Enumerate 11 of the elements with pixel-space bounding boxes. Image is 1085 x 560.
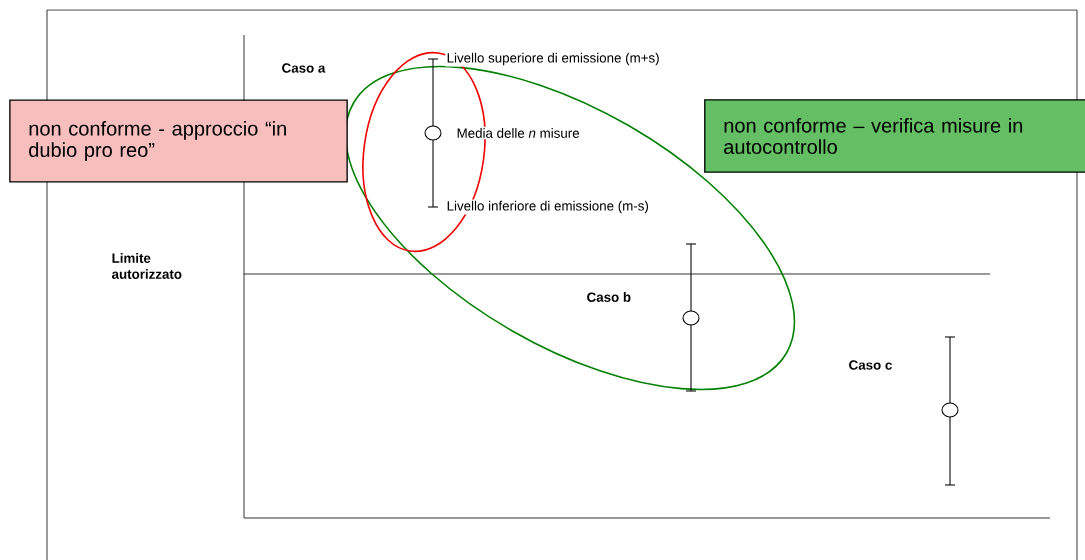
text-box bbox=[704, 99, 1085, 173]
bar-label: Livello inferiore di emissione (m-s) bbox=[445, 199, 651, 215]
bar-label: Media delle n misure bbox=[455, 126, 581, 140]
case-label: Caso b bbox=[587, 292, 631, 302]
text-box bbox=[9, 99, 348, 183]
case-label: Caso c bbox=[849, 360, 892, 370]
bar-label: Livello superiore di emissione (m+s) bbox=[445, 51, 661, 67]
limit-label: Limite autorizzato bbox=[112, 253, 182, 279]
case-label: Caso a bbox=[282, 63, 326, 73]
box-text: non conforme – verifica misure in autocontrollo bbox=[724, 118, 1023, 154]
box-text: non conforme - approccio “in dubio pro reo” bbox=[29, 121, 286, 161]
